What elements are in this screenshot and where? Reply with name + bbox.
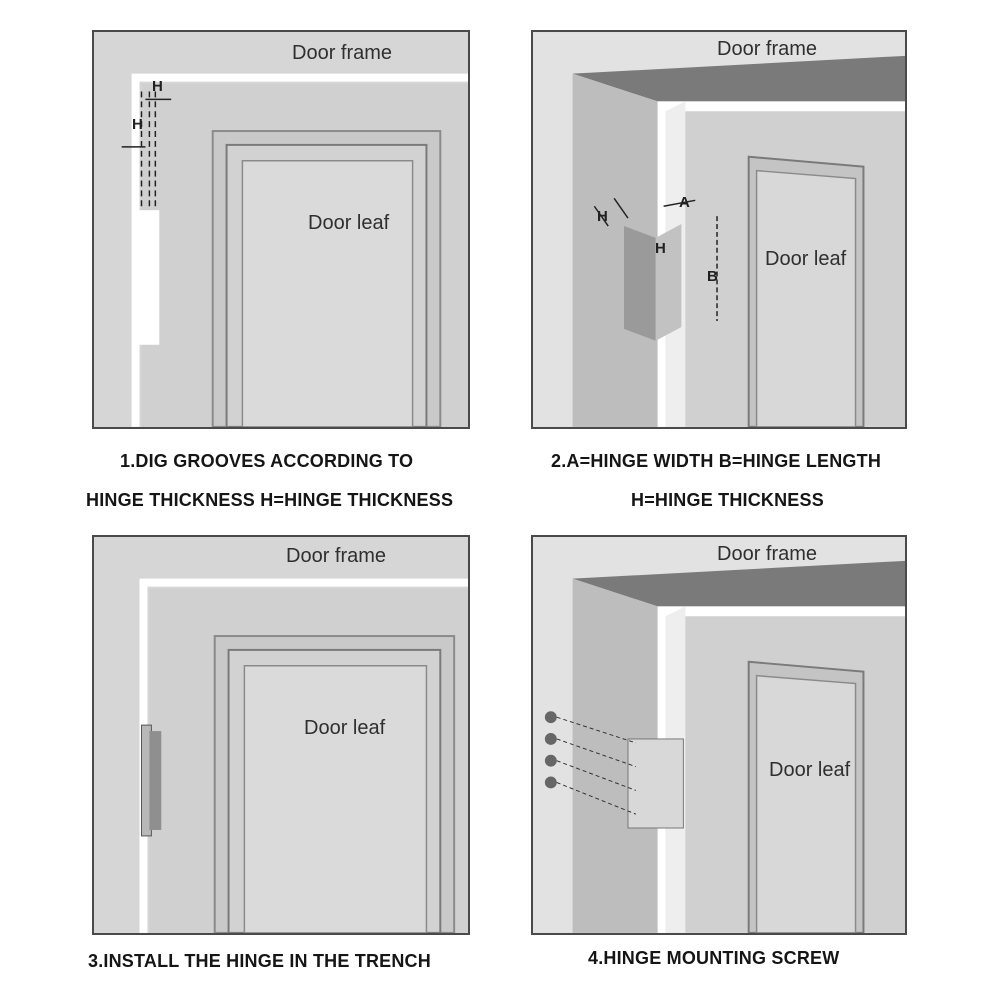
door-frame-label: Door frame bbox=[292, 42, 393, 64]
hinge-width-dim-label: A bbox=[679, 194, 690, 211]
panel-step-3: Door frame Door leaf bbox=[92, 535, 470, 935]
door-frame-label: Door frame bbox=[717, 38, 818, 60]
step-4-caption: 4.HINGE MOUNTING SCREW bbox=[588, 948, 840, 968]
door-frame-label: Door frame bbox=[717, 543, 818, 565]
hinge-thickness-dim-label: H bbox=[655, 240, 666, 257]
panel-1-illustration bbox=[94, 32, 468, 427]
step-1-caption-line-2: HINGE THICKNESS H=HINGE THICKNESS bbox=[86, 490, 454, 510]
step-2-caption-line-2: H=HINGE THICKNESS bbox=[631, 490, 824, 510]
panel-step-1: Door frame Door leaf H H bbox=[92, 30, 470, 429]
panel-step-4: Door frame Door leaf bbox=[531, 535, 907, 935]
step-3-caption: 3.INSTALL THE HINGE IN THE TRENCH bbox=[88, 951, 431, 971]
panel-step-2: Door frame Door leaf H A H B bbox=[531, 30, 907, 429]
panel-2-illustration bbox=[533, 32, 905, 427]
door-frame-label: Door frame bbox=[286, 545, 387, 567]
step-2-caption-line-1: 2.A=HINGE WIDTH B=HINGE LENGTH bbox=[551, 451, 882, 471]
door-leaf-label: Door leaf bbox=[769, 759, 851, 781]
hinge-length-dim-label: B bbox=[707, 268, 718, 285]
door-leaf-label: Door leaf bbox=[304, 717, 386, 739]
door-leaf-label: Door leaf bbox=[765, 248, 847, 270]
hinge-thickness-dim-label: H bbox=[132, 116, 143, 133]
hinge-thickness-dim-label: H bbox=[152, 78, 163, 95]
panel-3-illustration bbox=[94, 537, 468, 933]
hinge-thickness-dim-label: H bbox=[597, 208, 608, 225]
door-leaf-label: Door leaf bbox=[308, 212, 390, 234]
step-1-caption-line-1: 1.DIG GROOVES ACCORDING TO bbox=[120, 451, 414, 471]
panel-4-illustration bbox=[533, 537, 905, 933]
